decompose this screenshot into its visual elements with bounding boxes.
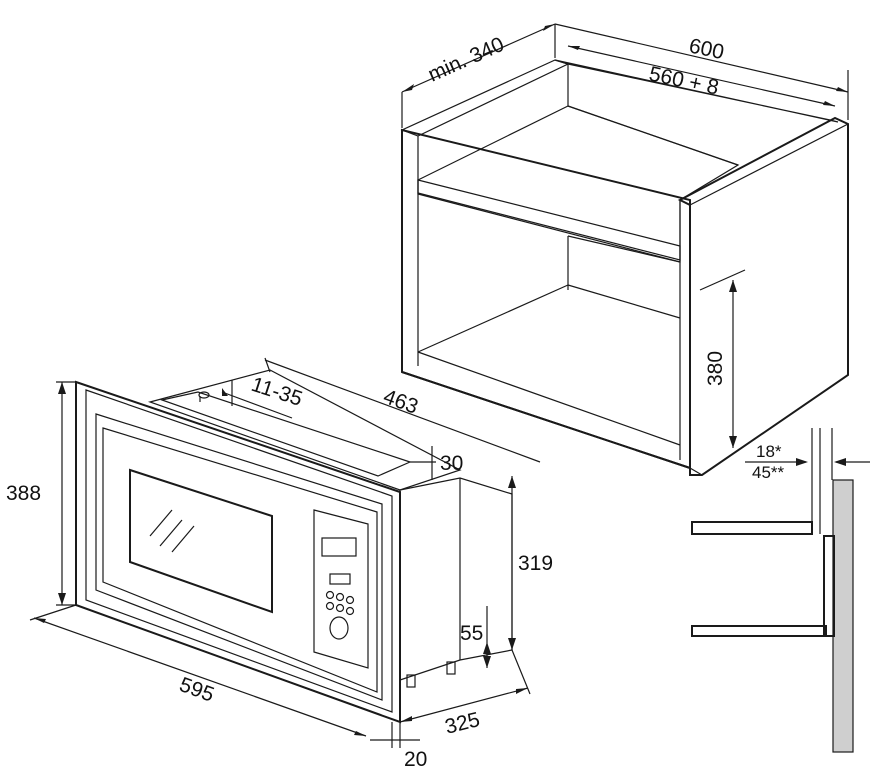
appliance-body-top [147,369,462,491]
appliance-body-side [399,477,513,681]
appliance-drawing: 388 595 20 325 319 55 30 [6,357,553,771]
appliance-top-offset-label: 30 [440,452,463,475]
cabinet-back-top [554,59,839,123]
dial-icon [329,616,349,640]
detail-upper-shelf [691,521,813,535]
mounting-detail: 18* 45** [691,428,870,753]
appliance-foot-height-label: 55 [460,622,483,645]
keypad-icon [325,590,355,616]
wall-panel [832,479,854,753]
appliance-control-panel [313,509,369,669]
detail-gap-label-1: 18* [756,442,782,461]
cabinet-right-panel [677,116,849,476]
display-icon [321,537,357,557]
cabinet-opening-height-label: 380 [704,351,727,386]
appliance-frame-depth-label: 20 [404,748,427,771]
appliance-top-depth-label: 463 [380,385,421,419]
appliance-body-height-label: 319 [518,552,553,575]
button-strip-icon [329,573,351,585]
cabinet-depth-label: min. 340 [425,33,508,87]
appliance-width-label: 595 [176,673,217,707]
detail-lower-shelf [691,625,827,637]
cabinet-width-label: 600 [687,34,726,64]
cabinet-drawing: min. 340 600 560 + 8 380 [400,23,849,476]
appliance-window [129,468,273,614]
appliance-body-depth-label: 325 [443,708,483,739]
detail-bracket [823,535,835,637]
detail-gap-label-2: 45** [752,463,785,482]
appliance-height-label: 388 [6,482,41,505]
